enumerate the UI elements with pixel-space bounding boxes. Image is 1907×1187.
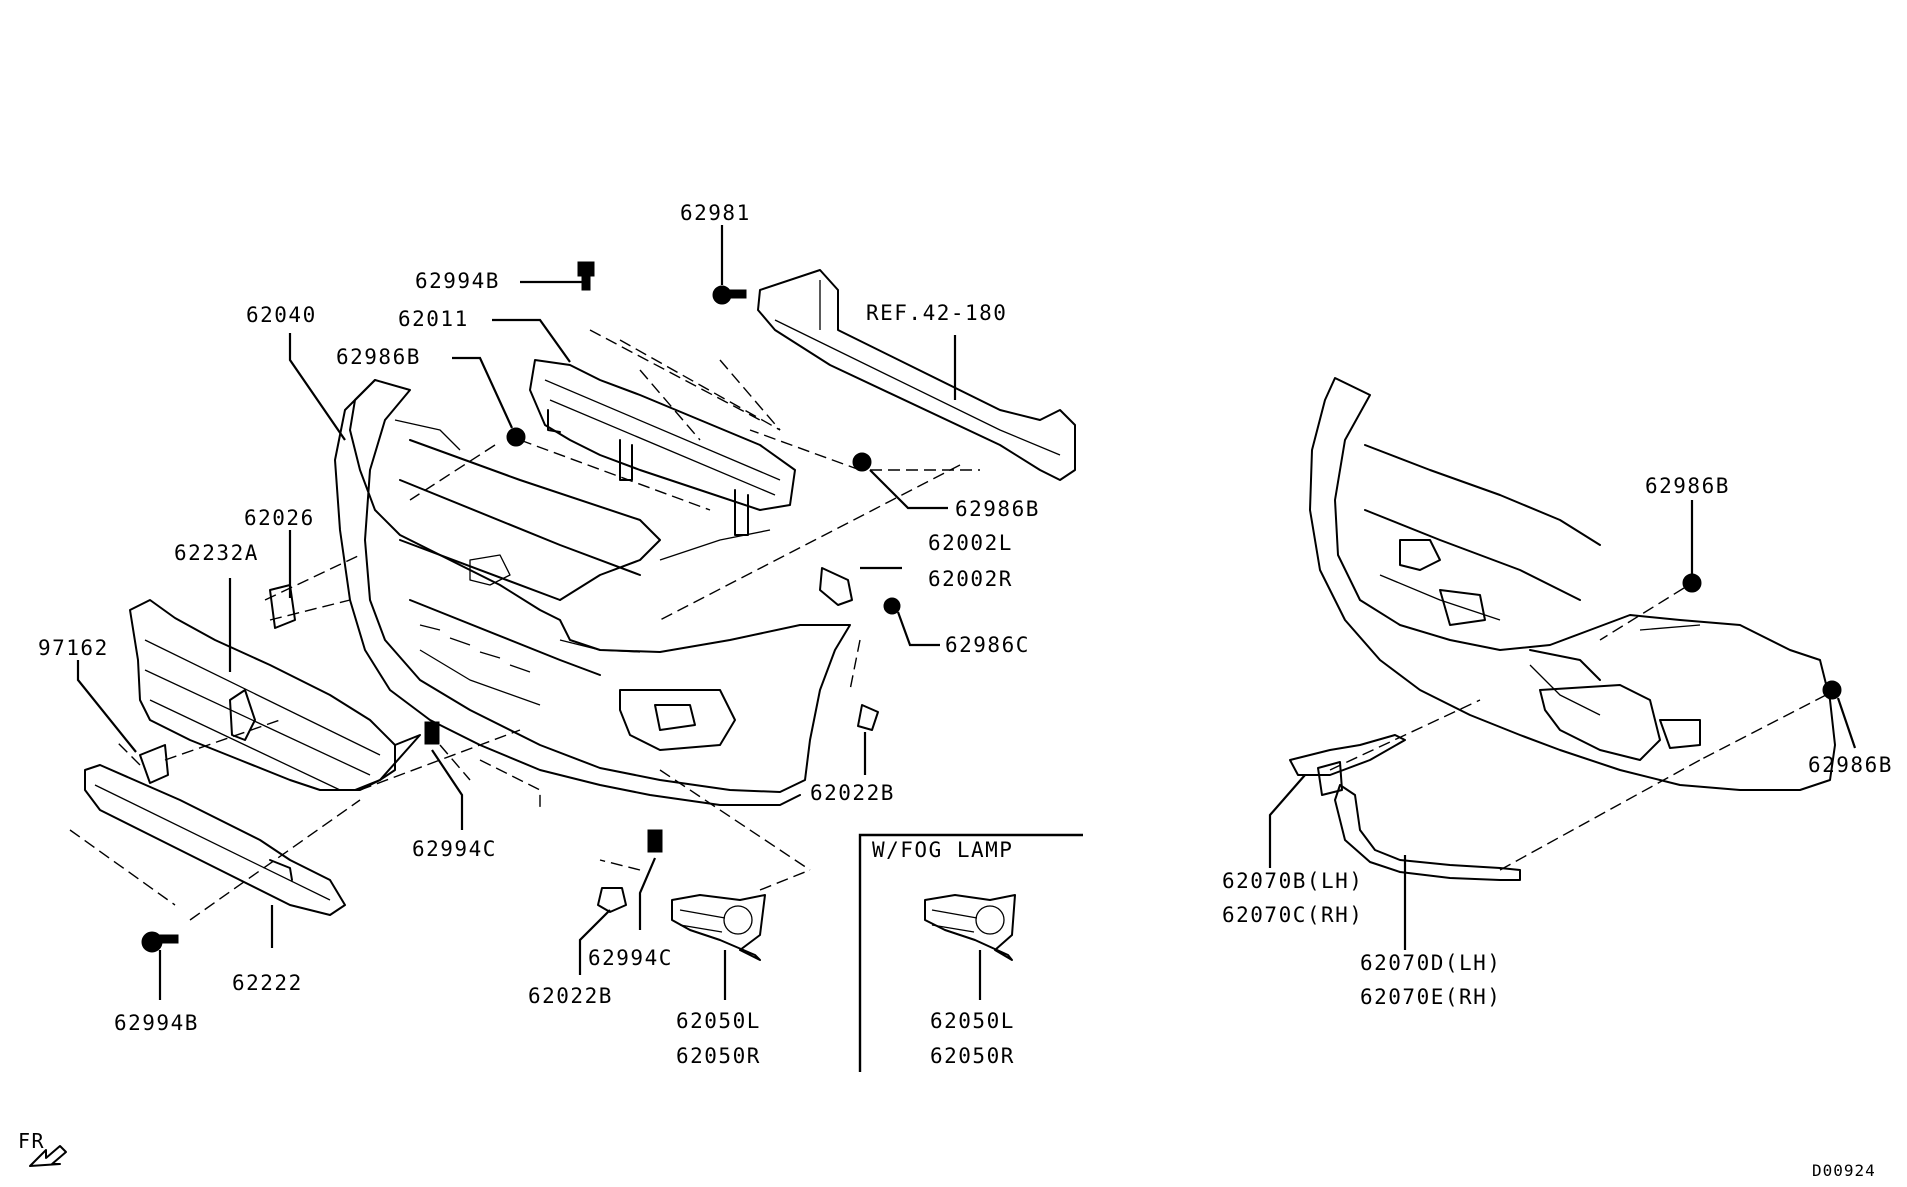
label-62022B-bottom: 62022B xyxy=(528,984,613,1008)
bracket-62026-part xyxy=(269,584,296,629)
label-62994B-bottom: 62994B xyxy=(114,1011,199,1035)
label-62022B-right: 62022B xyxy=(810,781,895,805)
clip-62986B-right-top xyxy=(1682,573,1702,593)
assembly-guide-lines-right xyxy=(1329,587,1827,871)
fasteners xyxy=(141,261,901,953)
fog-lamp-bezel xyxy=(671,894,766,961)
label-62070B: 62070B(LH) xyxy=(1222,869,1363,893)
side-garnish xyxy=(1289,734,1406,776)
label-62070C: 62070C(RH) xyxy=(1222,903,1363,927)
label-62222: 62222 xyxy=(232,971,303,995)
fog-lamp-title: W/FOG LAMP xyxy=(872,838,1013,862)
label-62986B-top: 62986B xyxy=(336,345,421,369)
leader-lines xyxy=(76,225,982,1000)
label-62070E: 62070E(RH) xyxy=(1360,985,1501,1009)
front-arrow-icon xyxy=(29,1145,67,1167)
label-62986C: 62986C xyxy=(945,633,1030,657)
fog-lamp-frame xyxy=(858,833,1083,1072)
label-ref-42-180: REF.42-180 xyxy=(866,301,1007,325)
label-62981: 62981 xyxy=(680,201,751,225)
label-62050R-fog: 62050R xyxy=(930,1044,1015,1068)
label-62002L: 62002L xyxy=(928,531,1013,555)
clip-62986B-right-side xyxy=(1822,680,1842,700)
label-62232A: 62232A xyxy=(174,541,259,565)
label-97162: 97162 xyxy=(38,636,109,660)
bumper-fascia xyxy=(334,379,851,806)
bumper-fascia-rear-view xyxy=(1309,377,1836,791)
radiator-grille xyxy=(129,599,421,791)
front-label: FR xyxy=(18,1129,45,1153)
lower-spoiler xyxy=(1334,784,1521,881)
label-62011: 62011 xyxy=(398,307,469,331)
label-62994B-top: 62994B xyxy=(415,269,500,293)
side-garnish-bracket xyxy=(1317,761,1343,796)
label-62994C-left: 62994C xyxy=(412,837,497,861)
fog-lamp-bezel-wfog xyxy=(924,894,1016,961)
label-62026: 62026 xyxy=(244,506,315,530)
label-62986B-right-top: 62986B xyxy=(1645,474,1730,498)
label-62050L: 62050L xyxy=(676,1009,761,1033)
label-62050L-fog: 62050L xyxy=(930,1009,1015,1033)
assembly-guide-lines xyxy=(69,329,980,921)
label-62986B-right-side: 62986B xyxy=(1808,753,1893,777)
label-62040: 62040 xyxy=(246,303,317,327)
label-62986B-mid: 62986B xyxy=(955,497,1040,521)
label-62002R: 62002R xyxy=(928,567,1013,591)
bumper-reinforcement xyxy=(757,269,1076,481)
label-62070D: 62070D(LH) xyxy=(1360,951,1501,975)
label-62994C-mid: 62994C xyxy=(588,946,673,970)
lower-grille xyxy=(84,764,346,916)
bumper-upper-retainer xyxy=(529,359,796,536)
leader-lines-right xyxy=(1268,500,1857,950)
label-62050R: 62050R xyxy=(676,1044,761,1068)
emblem-97162-part xyxy=(139,744,169,784)
diagram-code: D00924 xyxy=(1812,1161,1876,1180)
